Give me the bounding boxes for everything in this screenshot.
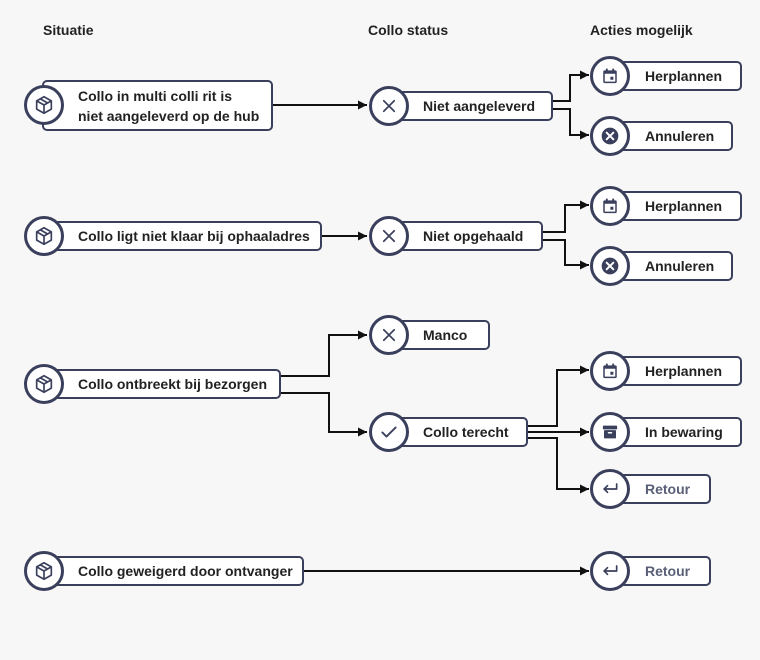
archive-box-icon bbox=[590, 412, 630, 452]
situation-label-line: niet aangeleverd op de hub bbox=[78, 107, 260, 124]
cancel-circle-icon bbox=[590, 246, 630, 286]
status-label: Manco bbox=[423, 327, 468, 343]
situation-node: Collo ontbreekt bij bezorgen bbox=[42, 369, 281, 399]
header-collo-status: Collo status bbox=[368, 22, 449, 38]
check-icon bbox=[369, 412, 409, 452]
package-icon bbox=[24, 216, 64, 256]
action-label: Herplannen bbox=[645, 363, 723, 379]
connector-r3-terecht bbox=[280, 392, 367, 437]
return-arrow-icon bbox=[590, 551, 630, 591]
action-label: Herplannen bbox=[645, 68, 723, 84]
action-herplannen[interactable]: Herplannen bbox=[609, 356, 742, 386]
x-icon bbox=[369, 86, 409, 126]
connector-r3-retour bbox=[527, 437, 589, 494]
status-label: Collo terecht bbox=[423, 424, 509, 440]
action-herplannen[interactable]: Herplannen bbox=[609, 61, 742, 91]
situation-label: Collo geweigerd door ontvanger bbox=[78, 563, 293, 579]
connector-r2-annuleren bbox=[542, 239, 589, 270]
situation-label: Collo ontbreekt bij bezorgen bbox=[78, 376, 268, 392]
calendar-icon bbox=[590, 351, 630, 391]
connector-r3-herplannen bbox=[527, 365, 589, 427]
calendar-icon bbox=[590, 186, 630, 226]
connector-r1-annuleren bbox=[552, 108, 589, 140]
status-node-collo-terecht: Collo terecht bbox=[387, 417, 528, 447]
header-situatie: Situatie bbox=[43, 22, 94, 38]
package-icon bbox=[24, 85, 64, 125]
x-icon bbox=[369, 315, 409, 355]
action-label: Retour bbox=[645, 563, 691, 579]
x-icon bbox=[369, 216, 409, 256]
action-label: Annuleren bbox=[645, 258, 715, 274]
action-label: Annuleren bbox=[645, 128, 715, 144]
situation-node: Collo ligt niet klaar bij ophaaladres bbox=[42, 221, 322, 251]
situation-node: Collo in multi colli rit is niet aangele… bbox=[42, 80, 273, 131]
package-icon bbox=[24, 364, 64, 404]
situation-label-line: Collo in multi colli rit is bbox=[78, 87, 233, 104]
connector-r3-manco bbox=[280, 330, 367, 377]
action-herplannen[interactable]: Herplannen bbox=[609, 191, 742, 221]
return-arrow-icon bbox=[590, 469, 630, 509]
package-icon bbox=[24, 551, 64, 591]
action-in-bewaring[interactable]: In bewaring bbox=[609, 417, 742, 447]
header-acties-mogelijk: Acties mogelijk bbox=[590, 22, 693, 38]
action-annuleren[interactable]: Annuleren bbox=[609, 251, 733, 281]
connector-r1-herplannen bbox=[552, 70, 589, 102]
situation-node: Collo geweigerd door ontvanger bbox=[42, 556, 304, 586]
action-label: In bewaring bbox=[645, 424, 723, 440]
status-node: Niet opgehaald bbox=[387, 221, 543, 251]
status-label: Niet aangeleverd bbox=[423, 98, 536, 114]
action-label: Herplannen bbox=[645, 198, 723, 214]
status-node: Niet aangeleverd bbox=[387, 91, 553, 121]
situation-label: Collo ligt niet klaar bij ophaaladres bbox=[78, 228, 310, 244]
status-label: Niet opgehaald bbox=[423, 228, 524, 244]
cancel-circle-icon bbox=[590, 116, 630, 156]
calendar-icon bbox=[590, 56, 630, 96]
connector-r2-herplannen bbox=[542, 200, 589, 233]
action-label: Retour bbox=[645, 481, 691, 497]
